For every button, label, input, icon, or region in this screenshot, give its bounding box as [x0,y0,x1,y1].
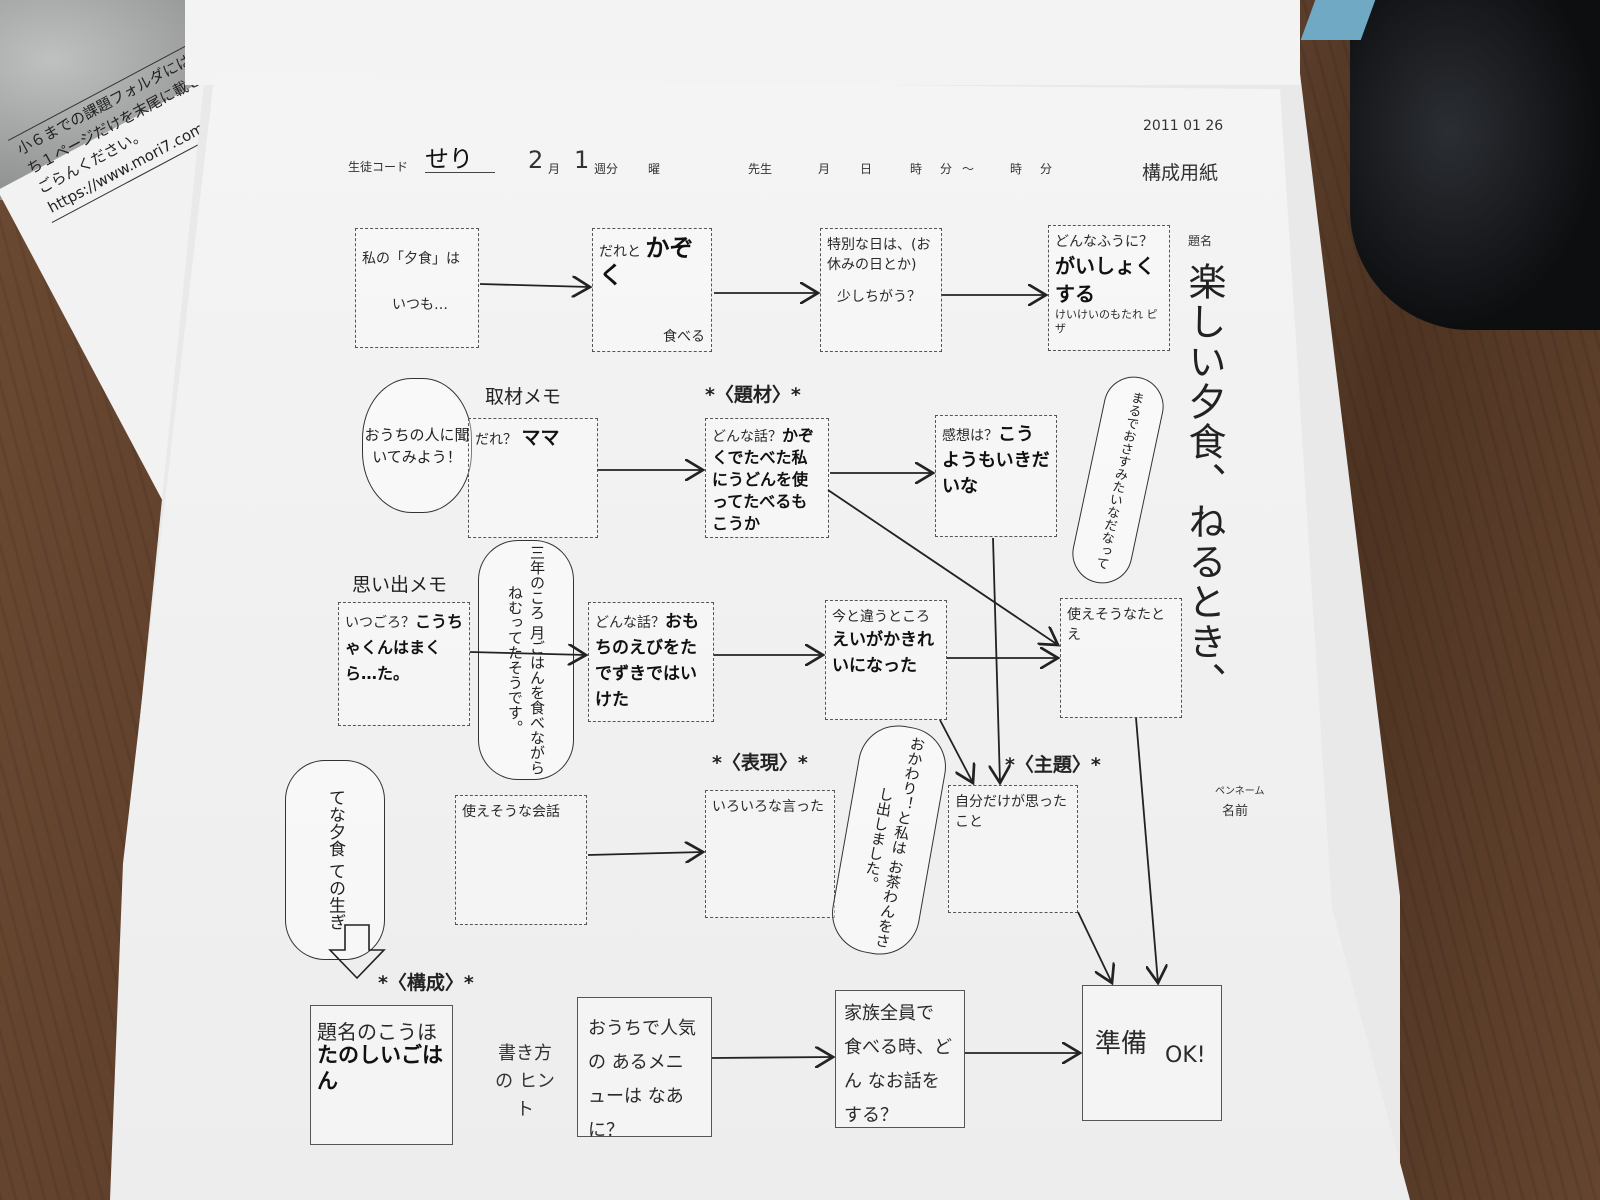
arrow [827,489,1058,645]
arrow [1077,911,1112,983]
arrow [587,852,703,855]
box-special-day: 特別な日は、(お休みの日とか) 少しちがう？ [820,228,942,352]
month-value: 2 [528,146,544,174]
top-paper [185,0,1300,85]
box-answer: おもちのえびをたでずきではいけた [595,612,699,710]
box-prompt: 感想は？ [942,428,998,444]
box-story: どんな話？おもちのえびをたでずきではいけた [588,602,714,722]
box-answer: たのしいごはん [317,1043,443,1093]
date-code: 2011 01 26 [1143,118,1224,134]
speech-bubble-memory: 三年のころ 月ごはんを食べながら ねむってたそうです。 [478,540,574,780]
box-prompt: どんな話？ [595,615,665,631]
box-simile: 使えそうなたとえ [1060,598,1182,718]
box-answer: こうちゃくんはまくら…た。 [345,612,464,683]
box-answer: ママ [521,427,560,449]
box-answer: いつも… [392,297,448,313]
teacher-label: 先生 [748,162,773,176]
box-prompt: 題名のこうほ [317,1020,437,1044]
week-label: 週分 [594,162,619,176]
box-answer: こうようもいきだいな [942,424,1050,497]
theme-label: *〈主題〉* [1005,754,1101,776]
down-arrow-icon [328,924,386,980]
box-hint-conversation: 家族全員で 食べる時、どん なお話をする？ [835,990,965,1128]
arrow [479,284,590,287]
box-prompt: だれと [599,244,641,260]
black-bag [1350,0,1600,330]
box-answer: かぞくでたべた私にうどんを使ってたべるもこうか [712,426,815,533]
week-value: 1 [574,146,590,174]
box-dialogue: 使えそうな会話 [455,795,587,925]
box-answer: かぞく [599,234,694,289]
arrow [993,537,1000,783]
box-title-candidates: 題名のこうほ たのしいごはん [310,1005,453,1145]
arrow [1135,717,1158,983]
box-prompt: 使えそうなたとえ [1067,607,1165,643]
box-my-dinner: 私の「夕食」は いつも… [355,228,479,348]
box-hint-menu: おうちで人気の あるメニューは なあに？ [577,997,712,1141]
sheet-title: 構成用紙 [1142,162,1219,184]
arrow [939,719,973,783]
memory-memo-label: 思い出メモ [352,574,448,596]
arrow [469,652,586,655]
title-label: 題名 [1188,234,1213,248]
hint-label: 書き方の ヒント [495,1043,555,1120]
day-label: 曜 [648,162,661,176]
box-prompt: 今と違うところ [832,609,930,625]
box-memory-memo: いつごろ？こうちゃくんはまくら…た。 [338,602,470,726]
box-answer: 少しちがう？ [837,289,921,305]
title-text: 楽しい夕食、ねるとき、 [1182,262,1226,702]
topic-label: *〈題材〉* [705,384,801,406]
box-prompt: 特別な日は、(お休みの日とか) [827,237,931,273]
date-label-hour: 時 [1010,162,1023,176]
box-difference: 今と違うところえいがかきれいになった [825,600,947,720]
pen-name-label: ペンネーム [1215,786,1265,797]
student-code-value: せり [425,146,495,173]
student-code-label: 生徒コード [348,160,409,174]
date-label-day: 日 [860,162,873,176]
box-how: どんなふうに？ がいしょくする けいけいのもたれ ピザ [1048,225,1170,351]
box-prompt: いつごろ？ [345,615,415,631]
arrow [711,1057,833,1058]
worksheet-paper [110,78,1410,1200]
box-prompt: どんなふうに？ [1055,234,1153,250]
month-label: 月 [548,162,561,176]
box-ready: 準備 OK! [1082,985,1222,1121]
box-theme: 自分だけが思ったこと [948,785,1078,913]
expression-label: *〈表現〉* [712,752,808,774]
box-prompt: だれ？ [475,432,517,448]
structure-label: *〈構成〉* [378,972,474,994]
box-prompt: どんな話？ [712,429,782,445]
box-prompt: 自分だけが思ったこと [955,794,1067,830]
speech-bubble-ask-family: おうちの人に聞いてみよう！ [362,378,472,513]
interview-memo-label: 取材メモ [485,386,562,408]
box-answer: がいしょくする [1055,254,1155,306]
box-with-whom: だれと かぞく 食べる [592,228,712,352]
ready-text: 準備 [1095,1029,1148,1059]
box-prompt: いろいろな言った [712,799,824,815]
box-prompt: 私の「夕食」は [362,251,460,267]
box-extra: けいけいのもたれ ピザ [1055,308,1158,335]
date-label-tilde: ～ [962,162,975,176]
box-prompt: 使えそうな会話 [462,804,560,820]
date-label-hour: 時 [910,162,923,176]
box-interview-memo: だれ？ ママ [468,418,598,538]
box-extra: 食べる [663,329,705,345]
box-expression: いろいろな言った [705,790,835,918]
ok-text: OK! [1165,1043,1206,1068]
box-answer: えいがかきれいになった [832,630,934,676]
date-label-minute: 分 [940,162,953,176]
name-label: 名前 [1222,804,1249,819]
box-topic: どんな話？かぞくでたべた私にうどんを使ってたべるもこうか [705,418,829,538]
date-label-month: 月 [818,162,831,176]
date-label-minute: 分 [1040,162,1053,176]
box-impression: 感想は？こうようもいきだいな [935,415,1057,537]
